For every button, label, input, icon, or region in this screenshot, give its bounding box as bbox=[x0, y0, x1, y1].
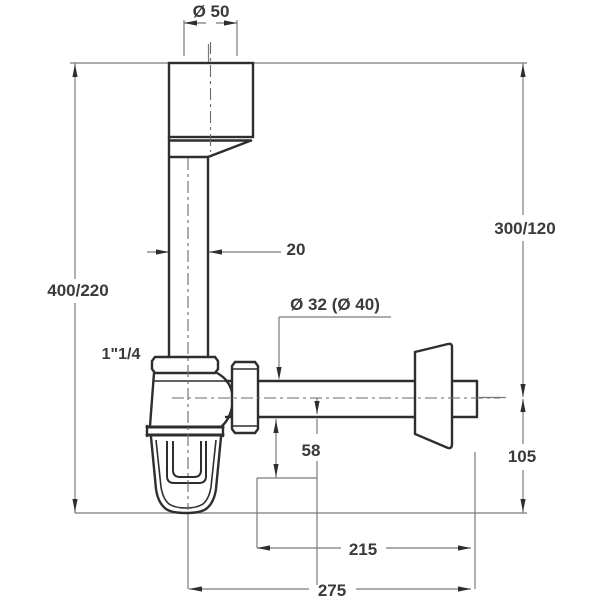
union-nut-top bbox=[150, 355, 220, 375]
arrow-pipe-bottom bbox=[314, 401, 320, 414]
label-height-left: 400/220 bbox=[47, 281, 108, 300]
arrow-58-bottom bbox=[273, 464, 279, 477]
centerlines bbox=[172, 42, 500, 510]
arrowheads bbox=[72, 20, 526, 592]
label-width-215: 215 bbox=[349, 540, 377, 559]
label-thread-size: 1"1/4 bbox=[102, 346, 141, 363]
arrow-105-bottom bbox=[520, 499, 526, 512]
label-diameter-outlet: Ø 32 (Ø 40) bbox=[290, 295, 380, 314]
wall-rosette bbox=[413, 342, 454, 450]
label-offset-58: 58 bbox=[302, 441, 321, 460]
arrow-300-bottom bbox=[520, 384, 526, 397]
dimension-labels: Ø 50 400/220 300/120 20 Ø 32 (Ø 40) 1"1/… bbox=[47, 2, 555, 600]
arrow-275-left bbox=[189, 586, 202, 592]
arrow-300-top bbox=[520, 64, 526, 77]
arrow-215-left bbox=[257, 545, 270, 551]
arrow-400-bottom bbox=[72, 499, 78, 512]
inlet-tube bbox=[167, 135, 210, 359]
dip-tube bbox=[166, 441, 207, 484]
arrow-dia50-right bbox=[224, 20, 237, 26]
arrow-215-right bbox=[458, 545, 471, 551]
arrow-dia32-leader bbox=[276, 367, 282, 380]
arrow-275-right bbox=[458, 586, 471, 592]
arrow-58-top bbox=[273, 420, 279, 433]
label-tube-width: 20 bbox=[287, 240, 306, 259]
label-height-105: 105 bbox=[508, 447, 536, 466]
label-diameter-top: Ø 50 bbox=[193, 2, 230, 21]
trap-cup bbox=[149, 435, 223, 515]
arrow-105-top bbox=[520, 399, 526, 412]
coupling-ring bbox=[145, 424, 225, 438]
arrow-400-top bbox=[72, 64, 78, 77]
arrow-dia50-left bbox=[184, 20, 197, 26]
arrow-20-left bbox=[156, 249, 169, 255]
arrow-20-right bbox=[209, 249, 222, 255]
label-height-right: 300/120 bbox=[494, 219, 555, 238]
label-width-275: 275 bbox=[318, 581, 346, 600]
trap-body bbox=[148, 371, 235, 428]
